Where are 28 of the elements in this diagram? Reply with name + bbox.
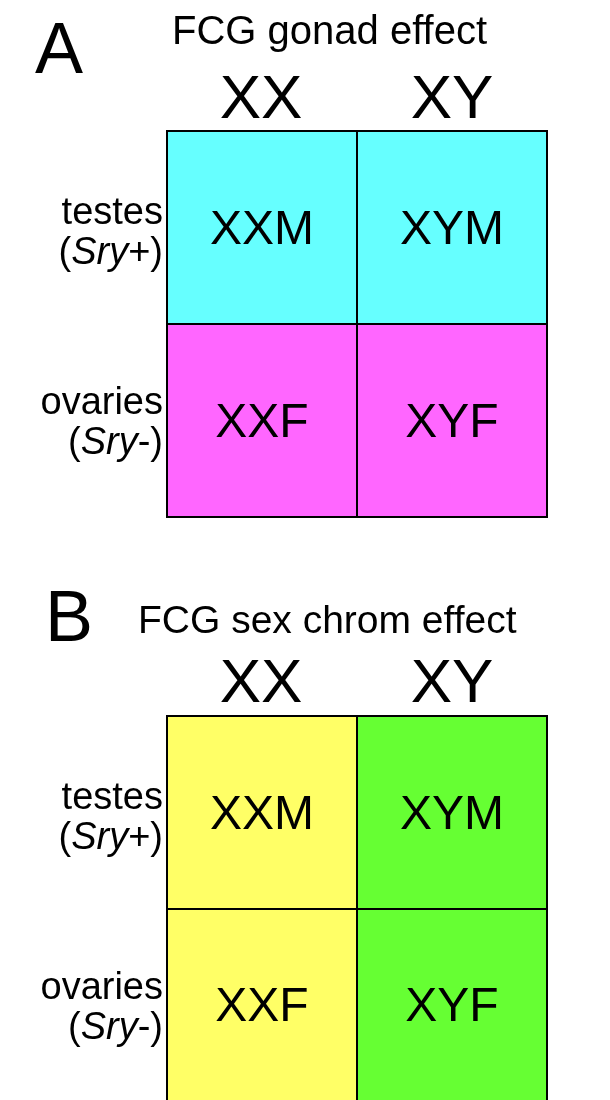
grid-cell bbox=[166, 715, 358, 910]
cell-label: XXM bbox=[210, 203, 314, 252]
panel-letter: A bbox=[35, 12, 84, 84]
cell-label: XYF bbox=[405, 981, 499, 1029]
grid-cell bbox=[356, 130, 548, 325]
grid-cell bbox=[356, 908, 548, 1100]
row-header: testes (Sry+) bbox=[57, 192, 163, 272]
column-header: XX bbox=[218, 66, 304, 128]
panel-title: FCG sex chrom effect bbox=[138, 600, 517, 639]
grid-cell bbox=[356, 323, 548, 518]
grid-cell bbox=[166, 323, 358, 518]
column-header: XX bbox=[218, 650, 304, 712]
row-header: ovaries (Sry-) bbox=[39, 967, 163, 1047]
panel-title: FCG gonad effect bbox=[172, 10, 487, 50]
cell-label: XYM bbox=[400, 788, 504, 837]
cell-label: XXM bbox=[210, 788, 314, 837]
cell-label: XXF bbox=[215, 396, 309, 445]
panel-letter: B bbox=[45, 580, 94, 652]
grid-cell bbox=[166, 908, 358, 1100]
grid-cell bbox=[166, 130, 358, 325]
grid-cell bbox=[356, 715, 548, 910]
cell-label: XYF bbox=[405, 396, 499, 445]
row-header: ovaries (Sry-) bbox=[39, 382, 163, 462]
cell-label: XYM bbox=[400, 203, 504, 252]
cell-label: XXF bbox=[215, 981, 309, 1029]
row-header: testes (Sry+) bbox=[57, 777, 163, 857]
column-header: XY bbox=[409, 650, 495, 712]
column-header: XY bbox=[409, 66, 495, 128]
